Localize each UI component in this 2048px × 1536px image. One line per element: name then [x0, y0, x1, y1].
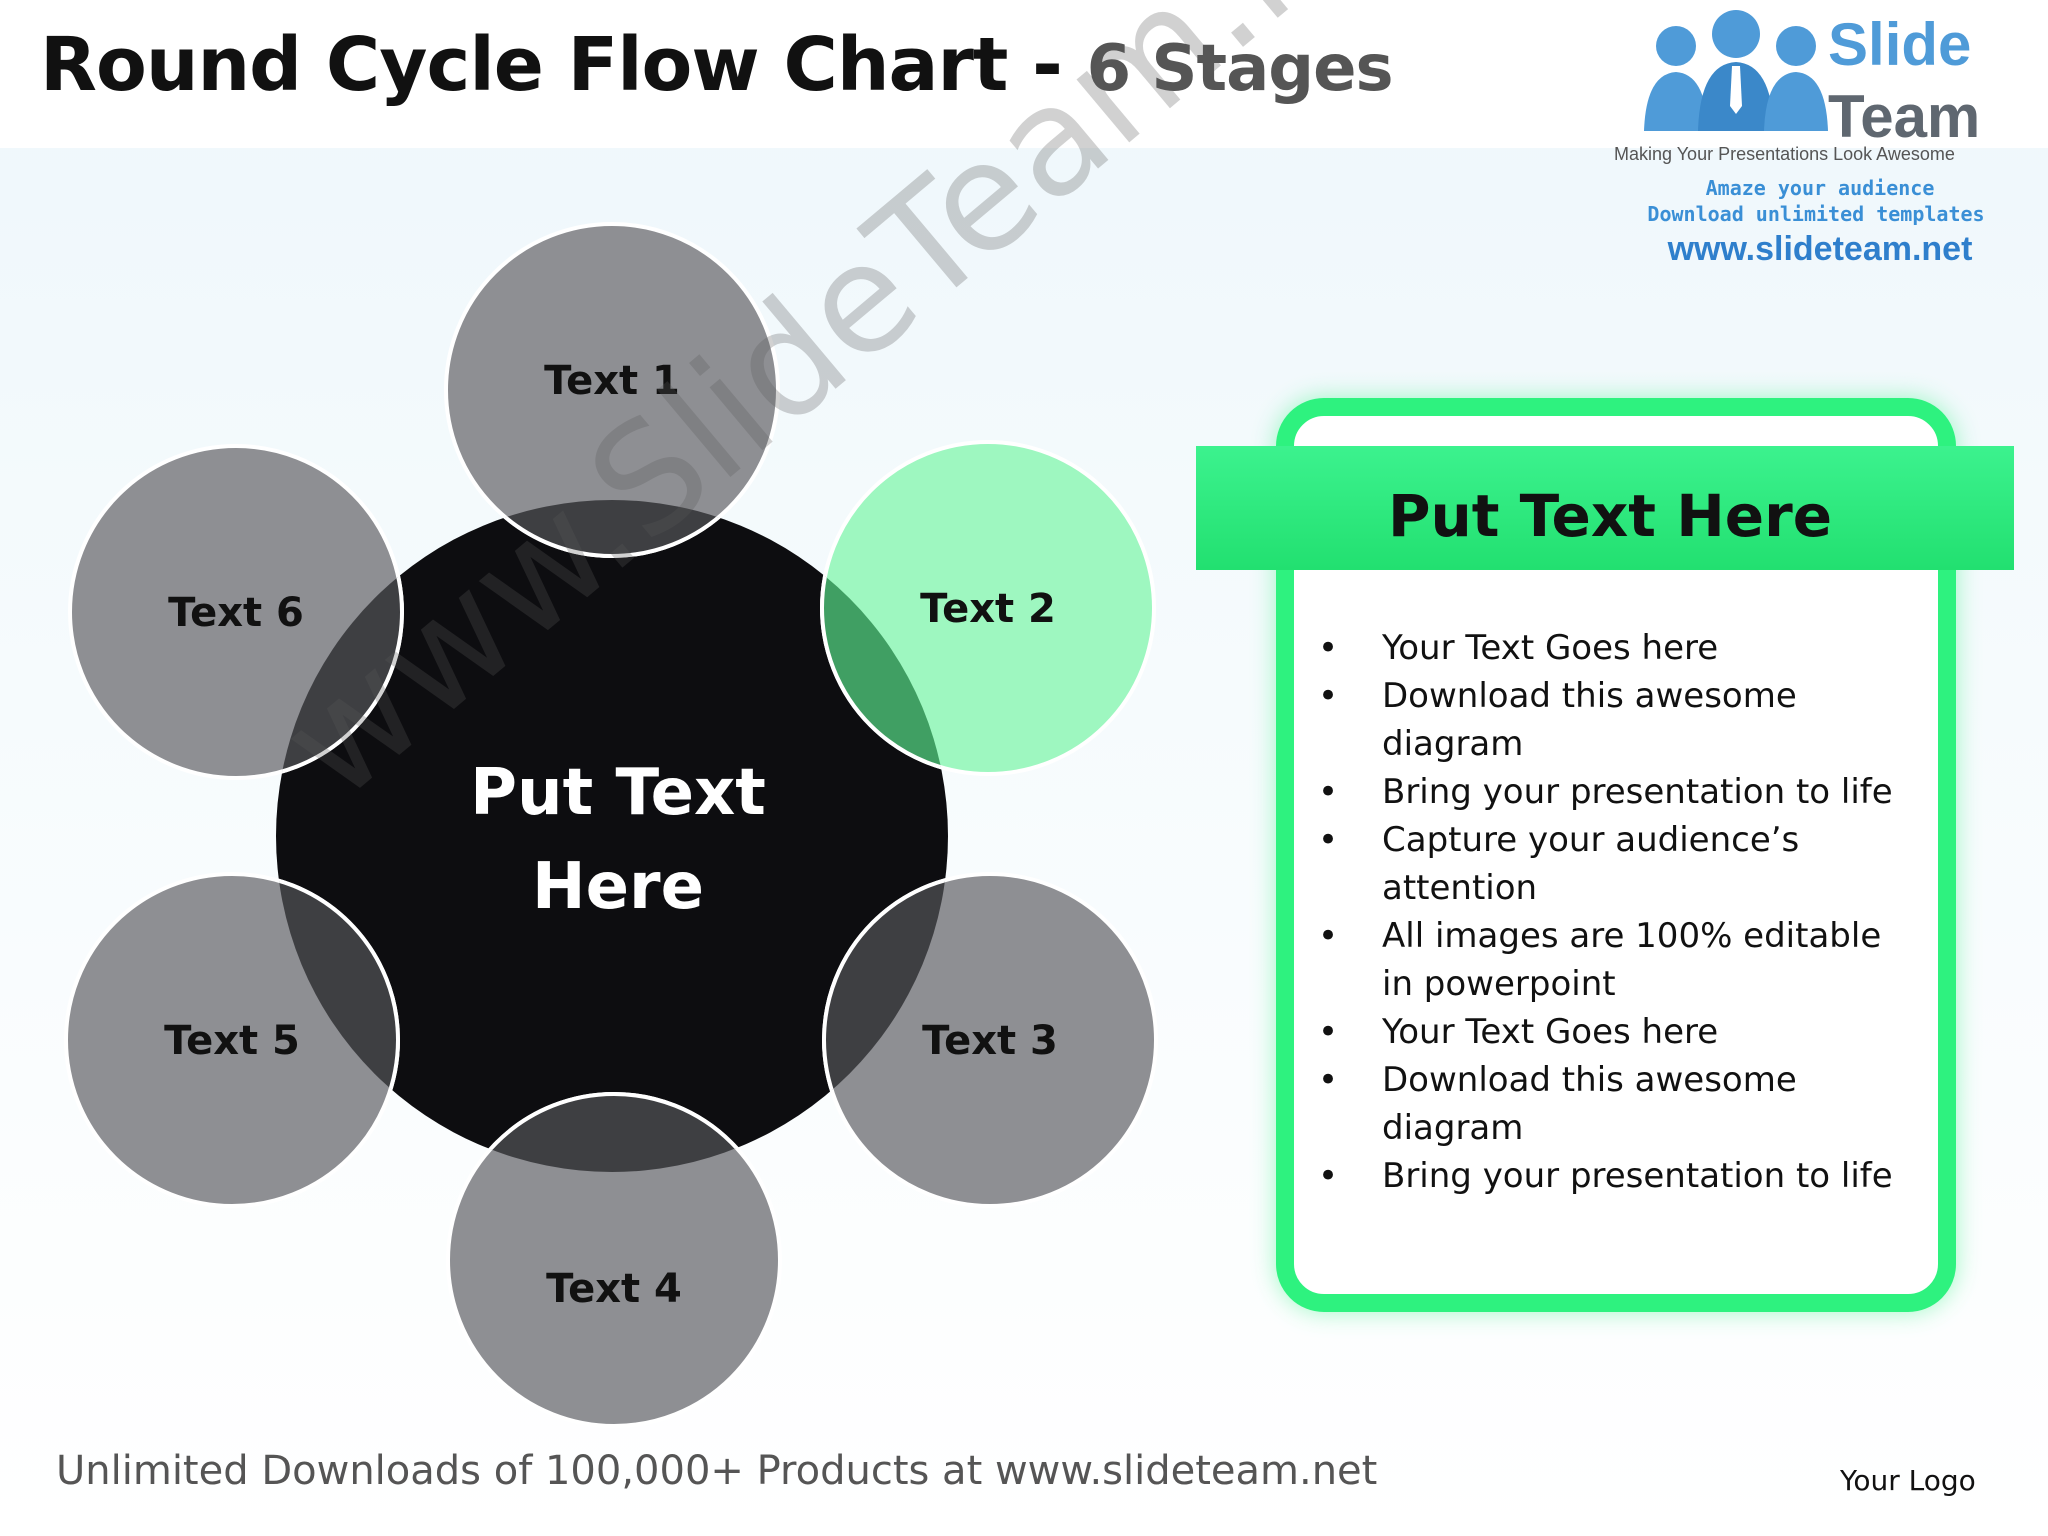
footer-text: Unlimited Downloads of 100,000+ Products… [56, 1448, 1378, 1494]
bullet-item: Your Text Goes here [1310, 624, 1900, 672]
slideteam-logo: Slide Team Making Your Presentations Loo… [1610, 6, 2030, 268]
people-icon [1644, 10, 1828, 131]
bullet-item: Capture your audience’s attention [1310, 816, 1900, 912]
stage-overlap-1 [444, 500, 780, 558]
stage-label-5: Text 5 [164, 1018, 300, 1064]
logo-url: www.slideteam.net [1667, 230, 1973, 268]
stage-label-2: Text 2 [920, 586, 1056, 632]
panel-title: Put Text Here [1387, 482, 1833, 550]
stage-label-3: Text 3 [922, 1018, 1058, 1064]
title-sub: 6 Stages [1086, 32, 1394, 106]
bullet-item: All images are 100% editable in powerpoi… [1310, 912, 1900, 1008]
bullet-list: Your Text Goes hereDownload this awesome… [1310, 624, 1900, 1200]
stage-label-6: Text 6 [168, 590, 304, 636]
center-circle [276, 500, 948, 1172]
cycle-diagram: Put Text Here Text 1 Text 2 Text 3 Text 4 Te… [64, 222, 1158, 1428]
bullet-item: Bring your presentation to life [1310, 768, 1900, 816]
bullet-item: Download this awesome diagram [1310, 672, 1900, 768]
logo-slide-text: Slide [1828, 11, 1972, 78]
stage-overlap-4 [446, 1092, 782, 1172]
bullet-item: Bring your presentation to life [1310, 1152, 1900, 1200]
logo-team-text: Team [1828, 83, 1981, 150]
stage-label-1: Text 1 [544, 358, 680, 404]
center-label-line-1: Put Text [470, 756, 766, 830]
logo-promo-line-1: Amaze your audience [1705, 176, 1935, 200]
bullet-item: Download this awesome diagram [1310, 1056, 1900, 1152]
your-logo-placeholder: Your Logo [1840, 1464, 1976, 1497]
title-main: Round Cycle Flow Chart - [40, 22, 1063, 108]
stage-label-4: Text 4 [546, 1266, 682, 1312]
logo-promo-line-2: Download unlimited templates [1647, 202, 1985, 226]
panel-header-band [1196, 446, 2014, 570]
page-title: Round Cycle Flow Chart - 6 Stages [40, 22, 1394, 108]
logo-tagline: Making Your Presentations Look Awesome [1614, 144, 1955, 164]
bullet-item: Your Text Goes here [1310, 1008, 1900, 1056]
center-label-line-2: Here [532, 850, 704, 924]
